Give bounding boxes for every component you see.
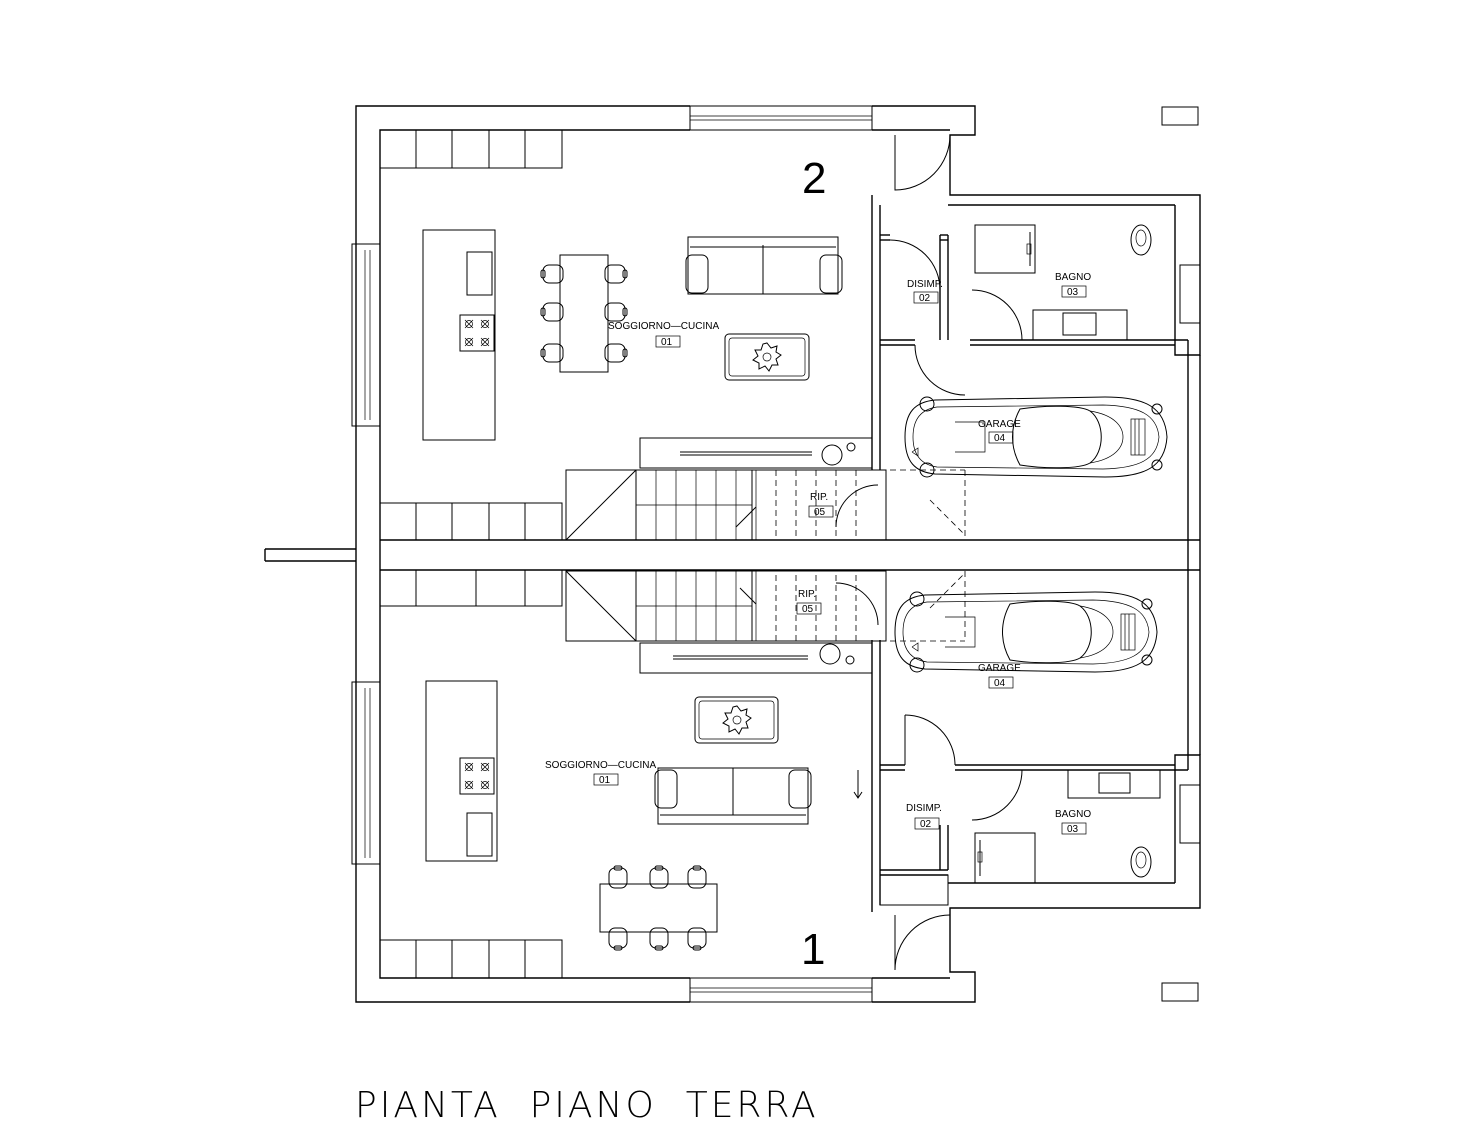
room-label: DISIMP. (906, 803, 942, 814)
room-code: 02 (920, 819, 932, 830)
exterior-walls (264, 105, 1201, 1003)
room-code: 04 (994, 433, 1006, 444)
room-code: 05 (802, 604, 814, 615)
room-code: 02 (919, 293, 931, 304)
room-label: BAGNO (1055, 809, 1091, 820)
room-label: GARAGE (978, 419, 1021, 430)
room-code: 03 (1067, 824, 1079, 835)
unit-2 (379, 129, 1176, 541)
room-label: RIP. (798, 589, 816, 600)
room-code: 01 (599, 775, 611, 786)
unit-1 (379, 569, 1176, 979)
room-label: BAGNO (1055, 272, 1091, 283)
room-code: 05 (814, 507, 826, 518)
room-label: DISIMP. (907, 279, 943, 290)
drawing-title: PIANTA PIANO TERRA (355, 1085, 819, 1123)
room-code: 04 (994, 678, 1006, 689)
room-code: 01 (661, 337, 673, 348)
room-label: GARAGE (978, 663, 1021, 674)
unit-2-number: 2 (802, 154, 826, 203)
room-label: SOGGIORNO—CUCINA (608, 321, 719, 332)
unit-1-number: 1 (801, 925, 825, 974)
room-label: SOGGIORNO—CUCINA (545, 760, 656, 771)
room-label: RIP. (810, 492, 828, 503)
room-code: 03 (1067, 287, 1079, 298)
